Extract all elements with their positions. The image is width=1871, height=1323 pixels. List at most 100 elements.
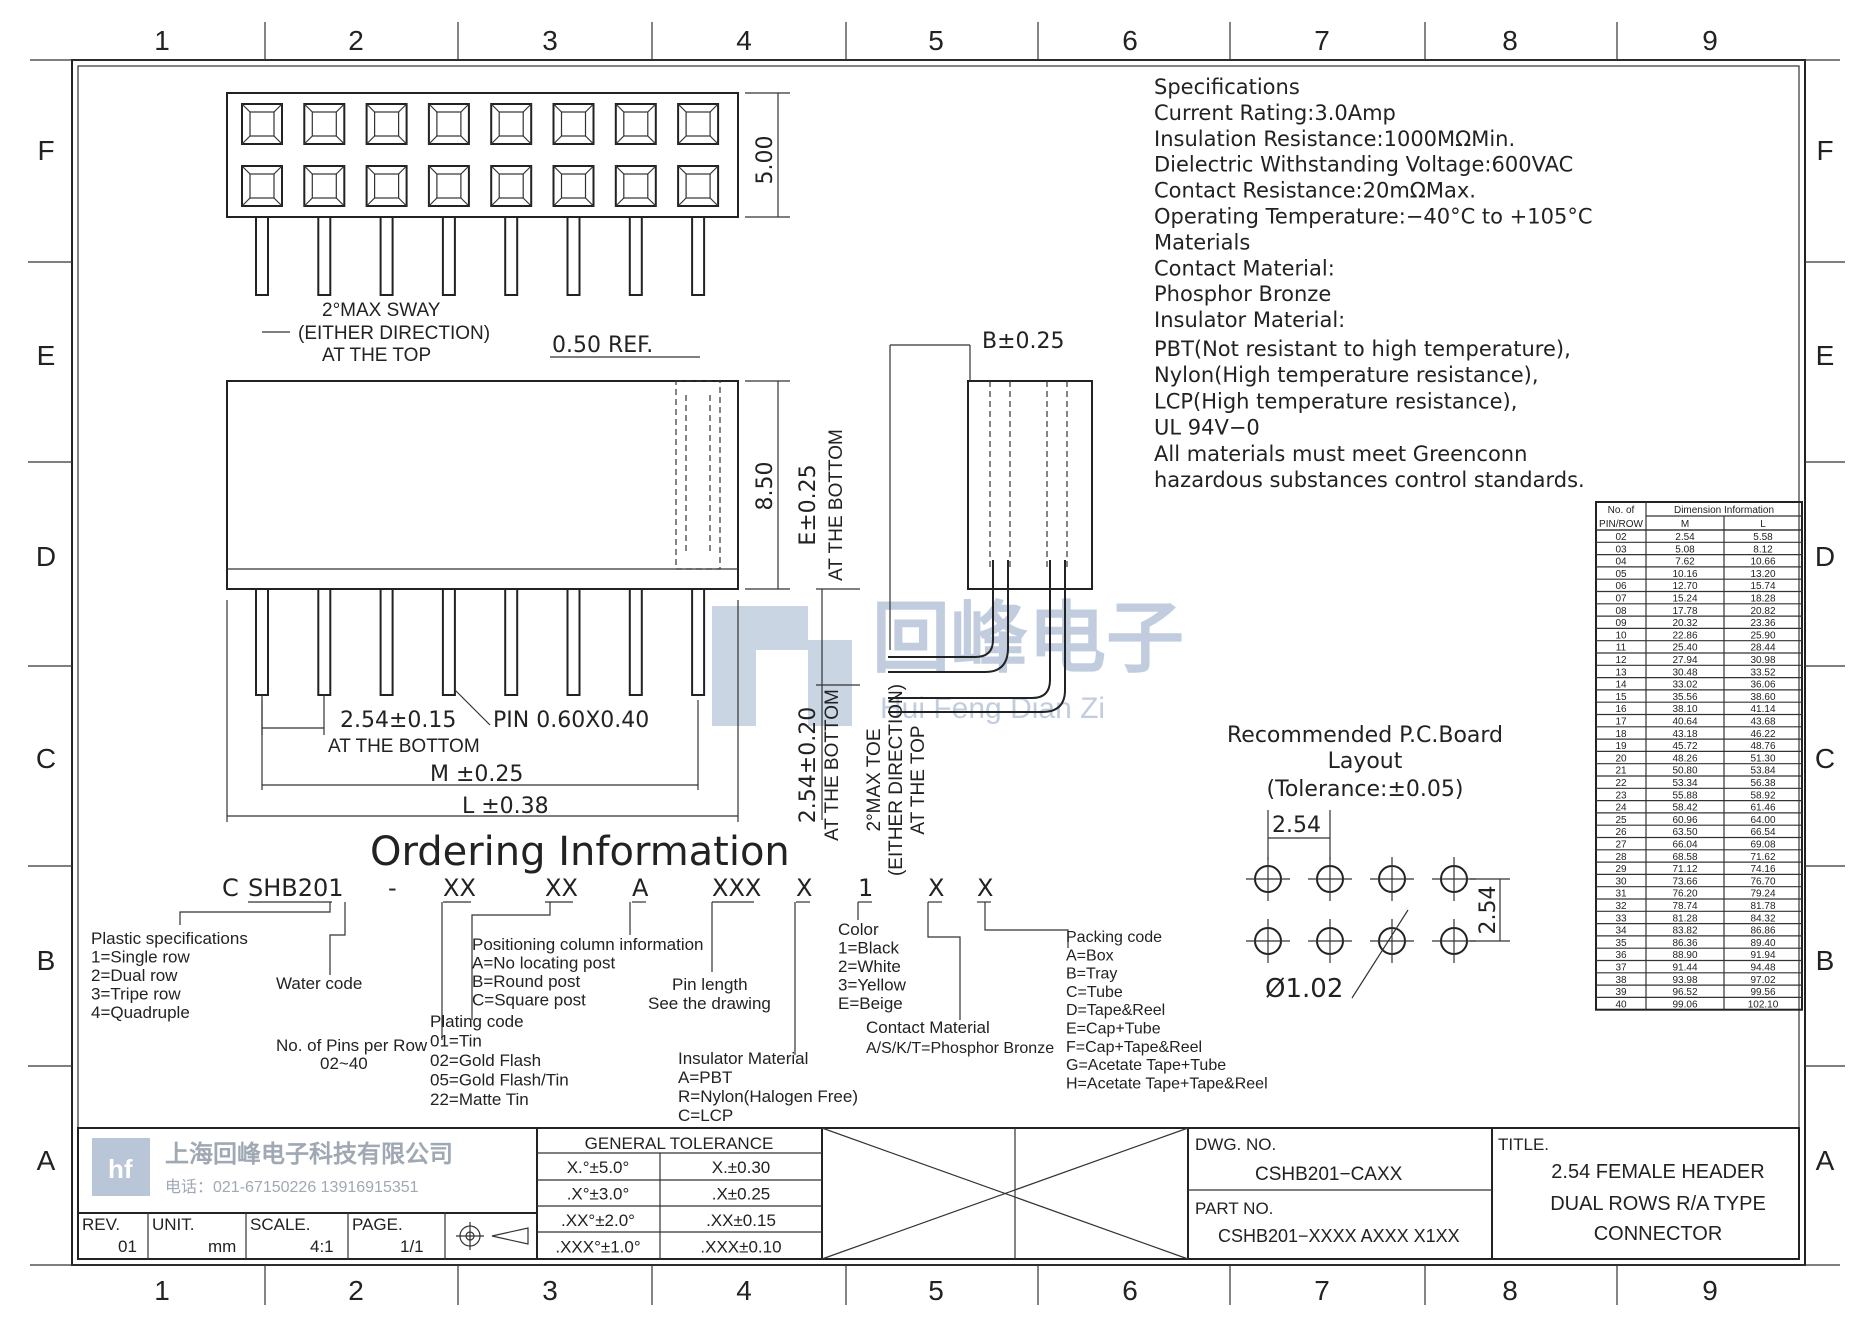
part-label: PART NO. — [1195, 1199, 1273, 1218]
tolerance-title: GENERAL TOLERANCE — [585, 1134, 774, 1153]
order-code-segment: - — [388, 874, 397, 902]
table-cell-pins: 26 — [1615, 827, 1627, 838]
table-cell-l: 48.76 — [1750, 741, 1775, 752]
ordering-title: Ordering Information — [370, 829, 790, 875]
socket-inner — [436, 173, 462, 199]
unit-value: mm — [208, 1237, 236, 1256]
water-code-label: Water code — [276, 974, 362, 993]
table-header-m: M — [1681, 519, 1689, 530]
table-cell-l: 30.98 — [1750, 655, 1775, 666]
table-cell-l: 43.68 — [1750, 717, 1775, 728]
dwg-number: CSHB201−CAXX — [1255, 1164, 1403, 1185]
row-label-left: F — [37, 135, 54, 166]
m-dim: M ±0.25 — [430, 762, 523, 787]
pin-dim: PIN 0.60X0.40 — [493, 708, 649, 733]
order-code-segment: XX — [545, 874, 578, 902]
b-dim: B±0.25 — [982, 329, 1065, 354]
socket-outer — [677, 103, 720, 145]
socket-outer — [427, 103, 470, 145]
table-cell-m: 81.28 — [1672, 913, 1697, 924]
socket-inner — [623, 111, 649, 137]
spec-line: Contact Material: — [1154, 256, 1335, 280]
column-label-bottom: 4 — [736, 1275, 752, 1306]
table-cell-m: 91.44 — [1672, 963, 1697, 974]
pcb-layout: Recommended P.C.Board Layout (Tolerance:… — [1227, 723, 1510, 1004]
table-cell-m: 76.20 — [1672, 889, 1697, 900]
front-pin — [441, 588, 456, 696]
list-item: 2=White — [838, 957, 901, 976]
row-pitch-dim: 2.54±0.20 — [796, 707, 821, 823]
table-cell-pins: 10 — [1615, 630, 1627, 641]
table-cell-pins: 25 — [1615, 815, 1627, 826]
title-block: hf 上海回峰电子科技有限公司 电话：021-67150226 13916915… — [77, 1127, 1800, 1260]
list-item: 3=Tripe row — [91, 985, 181, 1004]
table-cell-pins: 37 — [1615, 963, 1627, 974]
column-label-bottom: 1 — [154, 1275, 170, 1306]
order-code-segment: SHB201 — [248, 874, 344, 902]
spec-line: Operating Temperature:−40°C to +105°C — [1154, 205, 1593, 229]
table-cell-l: 41.14 — [1750, 704, 1775, 715]
table-cell-l: 102.10 — [1748, 999, 1779, 1010]
dwg-label: DWG. NO. — [1195, 1135, 1276, 1154]
table-cell-pins: 23 — [1615, 790, 1627, 801]
list-item: Positioning column information — [472, 935, 704, 954]
pcb-title-2: Layout — [1328, 749, 1403, 774]
rev-value: 01 — [118, 1237, 137, 1256]
table-cell-pins: 38 — [1615, 975, 1627, 986]
spec-line: hazardous substances control standards. — [1154, 468, 1585, 492]
tolerance-linear: .X±0.25 — [712, 1185, 770, 1204]
toe-line-2: (EITHER DIRECTION) — [886, 684, 907, 876]
table-cell-m: 2.54 — [1675, 532, 1695, 543]
column-label-bottom: 3 — [542, 1275, 558, 1306]
table-cell-l: 23.36 — [1750, 618, 1775, 629]
ref-dim: 0.50 REF. — [552, 333, 653, 358]
table-cell-m: 43.18 — [1672, 729, 1697, 740]
socket-inner — [249, 173, 275, 199]
order-code-segment: XX — [443, 874, 476, 902]
table-cell-m: 68.58 — [1672, 852, 1697, 863]
socket-inner — [623, 173, 649, 199]
table-cell-m: 99.06 — [1672, 999, 1697, 1010]
table-cell-m: 38.10 — [1672, 704, 1697, 715]
table-cell-pins: 40 — [1615, 999, 1627, 1010]
spec-line: Contact Resistance:20mΩMax. — [1154, 179, 1476, 203]
table-cell-m: 10.16 — [1672, 569, 1697, 580]
row-label-left: A — [37, 1145, 56, 1176]
table-cell-pins: 27 — [1615, 840, 1627, 851]
spec-line: Insulation Resistance:1000MΩMin. — [1154, 127, 1515, 151]
table-cell-m: 78.74 — [1672, 901, 1697, 912]
order-code-segment: A — [632, 874, 649, 902]
socket-outer — [490, 103, 533, 145]
list-item: F=Cap+Tape&Reel — [1066, 1039, 1202, 1056]
table-cell-pins: 39 — [1615, 987, 1627, 998]
table-cell-pins: 03 — [1615, 544, 1627, 555]
list-item: 02=Gold Flash — [430, 1051, 541, 1070]
table-cell-pins: 18 — [1615, 729, 1627, 740]
table-cell-m: 53.34 — [1672, 778, 1697, 789]
page-label: PAGE. — [352, 1215, 403, 1234]
list-item: R=Nylon(Halogen Free) — [678, 1087, 858, 1106]
table-cell-pins: 08 — [1615, 606, 1627, 617]
list-item: 22=Matte Tin — [430, 1090, 529, 1109]
table-cell-pins: 09 — [1615, 618, 1627, 629]
table-cell-m: 35.56 — [1672, 692, 1697, 703]
table-cell-l: 69.08 — [1750, 840, 1775, 851]
pcb-hole-dim: Ø1.02 — [1265, 974, 1343, 1004]
spec-line: UL 94V−0 — [1154, 416, 1260, 440]
table-cell-pins: 30 — [1615, 876, 1627, 887]
table-cell-l: 64.00 — [1750, 815, 1775, 826]
front-pin — [255, 588, 269, 696]
table-cell-l: 28.44 — [1750, 643, 1775, 654]
list-item: C=LCP — [678, 1106, 733, 1125]
socket-inner — [560, 111, 587, 137]
table-cell-l: 86.86 — [1750, 926, 1775, 937]
column-label-bottom: 5 — [928, 1275, 944, 1306]
